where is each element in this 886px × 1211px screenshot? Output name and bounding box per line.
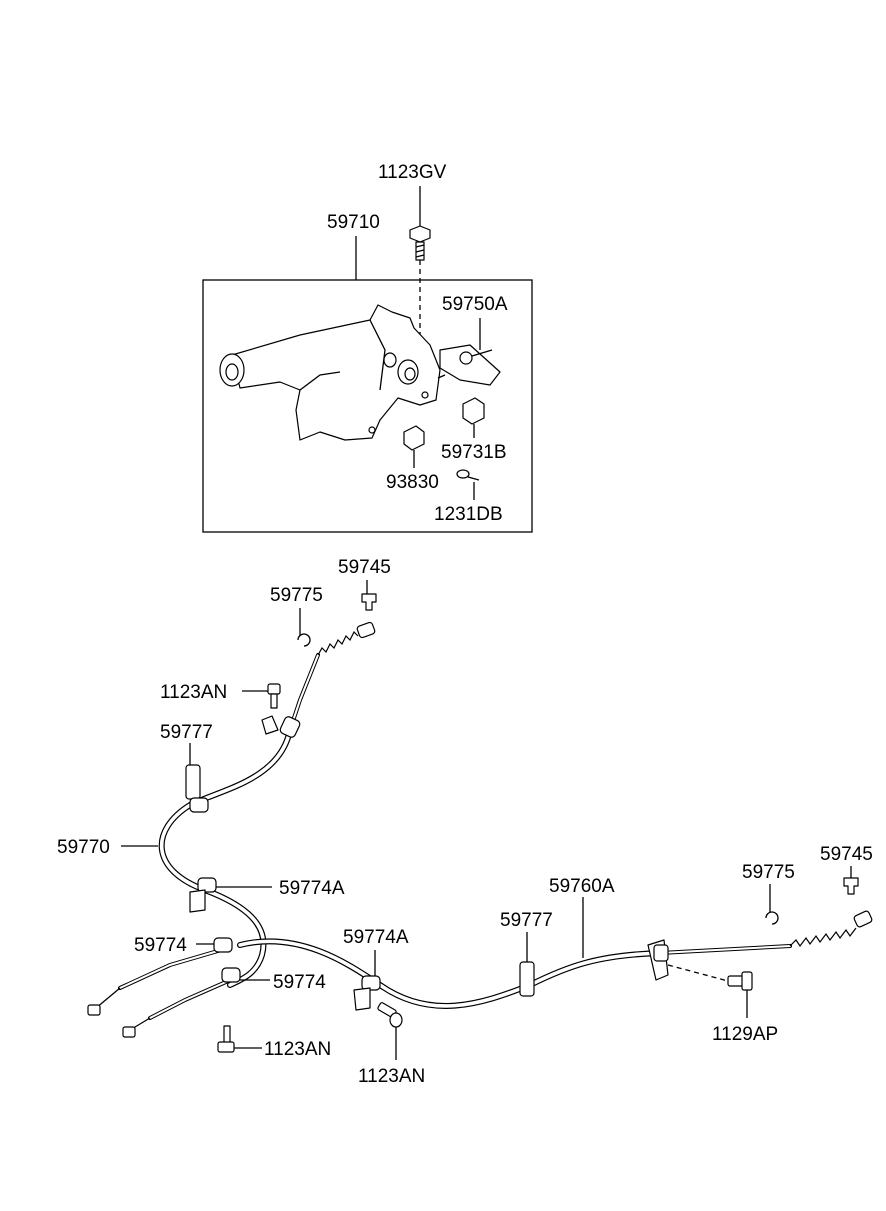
label-59774a-mid: 59774A bbox=[343, 927, 409, 948]
label-59775-right: 59775 bbox=[742, 862, 795, 883]
bolt-1123an-bottom-mid bbox=[377, 1002, 403, 1028]
ring-59775-top bbox=[297, 633, 311, 647]
clamp-59774a-mid bbox=[361, 975, 381, 991]
label-59774a-left: 59774A bbox=[279, 878, 345, 899]
label-59750a: 59750A bbox=[442, 294, 508, 315]
clamp-rear-right bbox=[653, 944, 669, 962]
bracket-59750a bbox=[437, 344, 501, 386]
label-59777-left: 59777 bbox=[160, 722, 213, 743]
clip-59745-top bbox=[361, 593, 377, 611]
label-59745-top: 59745 bbox=[338, 557, 391, 578]
label-1123an-bottom-mid: 1123AN bbox=[358, 1066, 425, 1087]
clamp-band-left bbox=[189, 797, 209, 813]
clamp-59774a-left bbox=[197, 877, 217, 893]
clamp-59774-a bbox=[213, 937, 233, 953]
screw-1231db bbox=[456, 469, 480, 481]
leader-1129ap-dashed bbox=[667, 964, 729, 982]
bolt-1123an-bottom-left bbox=[217, 1025, 235, 1053]
bracket-upper bbox=[261, 715, 279, 735]
label-59745-right: 59745 bbox=[820, 844, 873, 865]
label-59770: 59770 bbox=[57, 837, 110, 858]
parking-brake-lever bbox=[219, 304, 441, 441]
label-59775-top: 59775 bbox=[270, 585, 323, 606]
label-1231db: 1231DB bbox=[434, 504, 503, 525]
label-93830: 93830 bbox=[386, 472, 439, 493]
label-59774-b: 59774 bbox=[273, 972, 326, 993]
clip-59745-right bbox=[843, 877, 859, 895]
bolt-1123an-top bbox=[267, 683, 281, 709]
assembly-59710-box bbox=[202, 279, 533, 533]
label-59774-a: 59774 bbox=[134, 935, 187, 956]
rear-left-cables bbox=[87, 946, 237, 1038]
ring-59775-right bbox=[765, 911, 779, 925]
label-59777-mid: 59777 bbox=[500, 910, 553, 931]
label-59710: 59710 bbox=[327, 212, 380, 233]
bolt-1123gv bbox=[409, 225, 431, 261]
bracket-59774a-mid bbox=[353, 987, 371, 1011]
rear-cable-59760a bbox=[237, 910, 873, 1009]
switch-93830 bbox=[403, 425, 425, 451]
clamp-59777-mid bbox=[519, 961, 535, 997]
bolt-1129ap bbox=[727, 971, 753, 991]
clamp-59777-left bbox=[185, 764, 201, 800]
label-59760a: 59760A bbox=[549, 876, 615, 897]
clip-59731b bbox=[462, 397, 485, 425]
label-1123an-top: 1123AN bbox=[160, 682, 227, 703]
label-1123gv: 1123GV bbox=[378, 162, 447, 183]
label-1129ap: 1129AP bbox=[712, 1024, 778, 1045]
clamp-upper bbox=[279, 716, 301, 738]
bracket-59774a-left bbox=[189, 889, 206, 913]
label-1123an-bottom-left: 1123AN bbox=[264, 1039, 331, 1060]
label-59731b: 59731B bbox=[441, 442, 507, 463]
clamp-59774-b bbox=[221, 967, 241, 983]
